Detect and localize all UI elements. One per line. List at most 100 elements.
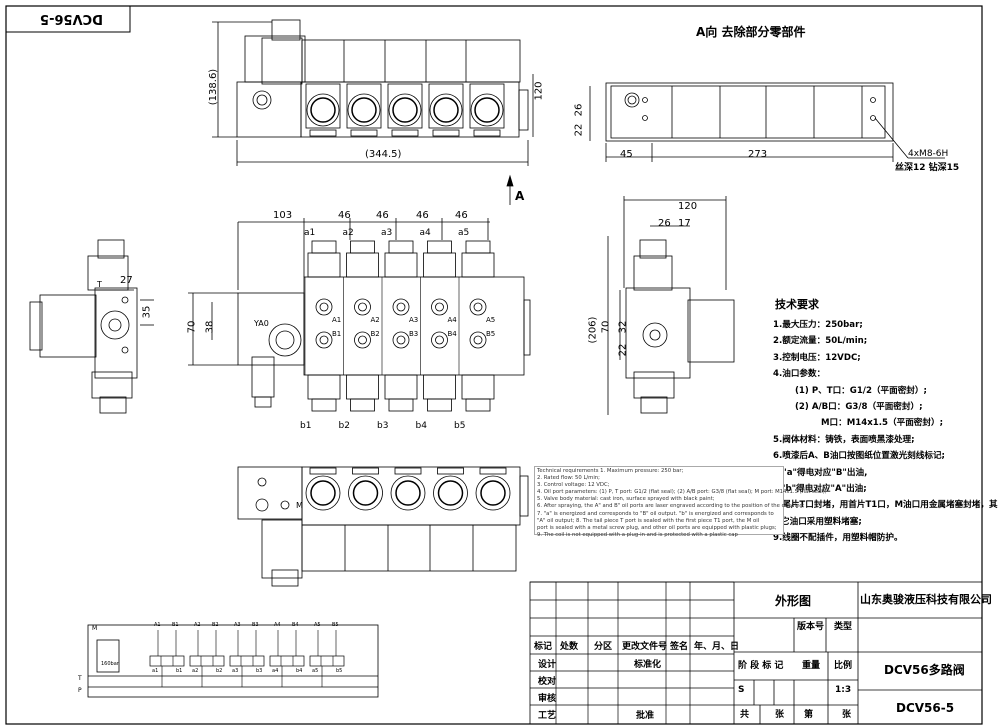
dim-right-22: 22 bbox=[617, 343, 629, 357]
tech-requirement-en-9: port is sealed with a metal screw plug, … bbox=[537, 524, 777, 531]
tb-sheets-label: 共 bbox=[740, 710, 750, 720]
bottom-coil-base bbox=[437, 467, 464, 475]
tb-page-label-2: 张 bbox=[842, 710, 852, 720]
port-b bbox=[469, 331, 487, 349]
bottom-coil-base bbox=[352, 467, 379, 475]
tb-weight-label: 重量 bbox=[802, 661, 821, 671]
bottom-coil-inner bbox=[352, 480, 379, 506]
tech-requirement-6: (2) A/B口：G3/8（平面密封）; bbox=[795, 401, 923, 412]
spool-box bbox=[269, 655, 305, 667]
port-label-b1: b1 bbox=[300, 421, 311, 431]
port-label-a3: a3 bbox=[381, 228, 392, 238]
thread-note-1: 4xM8-6H bbox=[908, 149, 949, 159]
dim-top-height: (138.6) bbox=[208, 68, 220, 106]
schematic-label-a5: a5 bbox=[312, 668, 318, 674]
tb-drawing-number: DCV56-5 bbox=[896, 701, 955, 715]
tb-row-header-1: 标记 bbox=[534, 642, 553, 652]
tb-std-label: 标准化 bbox=[634, 660, 662, 670]
dim-left-35: 35 bbox=[141, 305, 153, 319]
coil-cap-a bbox=[311, 240, 337, 254]
tech-requirement-en-7: 7. "a" is energized and corresponds to "… bbox=[537, 510, 774, 517]
tech-requirement-3: 3.控制电压：12VDC; bbox=[773, 352, 861, 363]
spool-box bbox=[309, 655, 345, 667]
port-b-inner bbox=[396, 335, 406, 345]
drawing-border bbox=[5, 5, 983, 725]
tech-requirement-10: 7."a"得电对应"B"出油, bbox=[773, 467, 868, 478]
dim-a-273: 273 bbox=[748, 149, 768, 160]
dim-right-17: 17 bbox=[678, 218, 691, 229]
bottom-coil-inner bbox=[480, 480, 506, 506]
port-a-inner bbox=[319, 302, 329, 312]
spool-box bbox=[229, 655, 265, 667]
tb-row-header-2: 处数 bbox=[560, 642, 579, 652]
schematic-label-B5: B5 bbox=[332, 622, 339, 628]
top-coil-inner bbox=[310, 97, 336, 123]
schematic-label-b5: b5 bbox=[336, 668, 342, 674]
port-b-inner bbox=[358, 335, 367, 345]
spool-box bbox=[189, 655, 225, 667]
dim-right-206: (206) bbox=[587, 316, 599, 344]
bottom-coil-outer bbox=[475, 475, 511, 511]
left-view bbox=[29, 239, 138, 414]
top-coil-outer bbox=[429, 93, 463, 127]
dim-right-70: 70 bbox=[600, 320, 612, 334]
port-label-A2: A2 bbox=[371, 316, 380, 324]
schematic-label-A3: A3 bbox=[234, 622, 241, 628]
tb-scale-value: 1:3 bbox=[835, 685, 852, 695]
port-label-a4: a4 bbox=[420, 228, 432, 238]
schematic-relief-label: 160bar bbox=[101, 661, 120, 667]
port-t-label: T bbox=[97, 280, 102, 289]
port-label-b2: b2 bbox=[339, 421, 350, 431]
solenoid-a bbox=[346, 252, 379, 278]
arrow-a-label: A bbox=[515, 189, 525, 203]
top-coil-base bbox=[432, 129, 460, 137]
tech-requirement-4: 4.油口参数： bbox=[773, 369, 826, 380]
port-label-a2: a2 bbox=[343, 228, 354, 238]
tb-stage-value: S bbox=[738, 685, 745, 695]
port-m-label: M bbox=[296, 501, 303, 510]
dim-front-pitch-1: 46 bbox=[338, 210, 351, 221]
schematic-port-t: T bbox=[77, 675, 82, 682]
tech-requirement-en-6: 6. After spraying, the A" and B" oil por… bbox=[537, 503, 805, 510]
bottom-coil-inner bbox=[310, 480, 336, 506]
port-b-inner bbox=[473, 335, 483, 345]
schematic-label-B3: B3 bbox=[252, 622, 259, 628]
port-relief-label: YA0 bbox=[254, 319, 269, 328]
port-label-B3: B3 bbox=[409, 330, 418, 338]
top-coil-base bbox=[391, 129, 419, 137]
port-label-B4: B4 bbox=[448, 330, 458, 338]
hydraulic-schematic bbox=[87, 624, 379, 698]
solenoid-a bbox=[461, 252, 495, 278]
title-block bbox=[529, 581, 983, 725]
thread-note-2: 丝深12 钻深15 bbox=[895, 163, 960, 173]
dim-a-22: 22 bbox=[573, 123, 585, 137]
dim-a-45: 45 bbox=[620, 149, 633, 160]
port-label-a5: a5 bbox=[458, 228, 469, 238]
bottom-coil-inner bbox=[437, 480, 464, 506]
solenoid-a bbox=[423, 252, 456, 278]
schematic-label-a1: a1 bbox=[152, 668, 158, 674]
bottom-coil-outer bbox=[433, 475, 468, 511]
tb-row-header-6: 年、月、日 bbox=[694, 642, 740, 652]
dim-front-103: 103 bbox=[273, 210, 293, 221]
top-valve-section bbox=[469, 83, 505, 129]
schematic-label-A2: A2 bbox=[194, 622, 201, 628]
port-a-inner bbox=[473, 302, 483, 312]
tb-company: 山东奥骏液压科技有限公司 bbox=[860, 593, 992, 606]
tech-requirement-11: "b"得电对应"A"出油; bbox=[781, 483, 867, 494]
port-label-b5: b5 bbox=[454, 421, 465, 431]
tech-requirements: 1.最大压力：250bar;2.额定流量：50L/min;3.控制电压：12VD… bbox=[773, 317, 998, 546]
top-coil-inner bbox=[433, 97, 459, 123]
dim-front-70: 70 bbox=[186, 320, 198, 334]
coil-cap-b bbox=[427, 398, 452, 412]
right-view bbox=[625, 239, 735, 414]
top-valve-section bbox=[305, 83, 341, 129]
tech-requirement-8: 5.阀体材料：铸铁，表面喷黑漆处理; bbox=[773, 434, 915, 445]
tech-requirement-en-10: 9. The coil is not equipped with a plug-… bbox=[537, 531, 738, 538]
port-a bbox=[469, 298, 487, 316]
coil-cap-b bbox=[388, 398, 414, 412]
dim-top-right-height: 120 bbox=[533, 81, 545, 101]
top-coil-base bbox=[350, 129, 378, 137]
port-label-B5: B5 bbox=[486, 330, 495, 338]
bottom-coil-inner bbox=[395, 480, 421, 506]
